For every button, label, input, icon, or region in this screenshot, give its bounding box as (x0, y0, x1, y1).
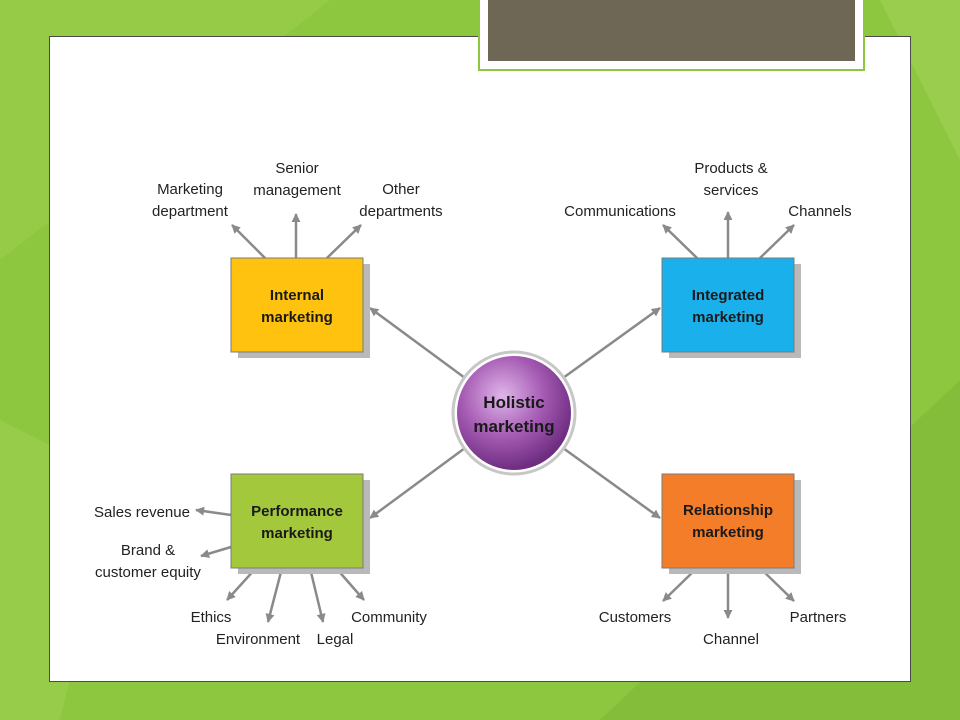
target-other-departments-2: departments (359, 203, 442, 220)
arrow-to-environment (265, 567, 284, 623)
target-brand-customer-equity-1: Brand & (121, 542, 175, 559)
integrated-marketing-label-1: Integrated (692, 287, 765, 304)
arrow-to-other-departments (326, 224, 362, 259)
target-sales-revenue: Sales revenue (94, 504, 190, 521)
hub-arrows (369, 306, 661, 520)
target-partners: Partners (790, 609, 847, 626)
hub-label-2: marketing (473, 417, 554, 436)
arrow-to-sales-revenue (195, 506, 232, 517)
relationship-marketing-box: Relationship marketing (661, 473, 801, 574)
target-ethics: Ethics (191, 609, 232, 626)
target-other-departments-1: Other (382, 181, 420, 198)
internal-marketing-label-1: Internal (270, 287, 324, 304)
arrow-to-communications (662, 224, 698, 259)
target-marketing-department-1: Marketing (157, 181, 223, 198)
title-bar (488, 0, 855, 61)
title-frame (478, 0, 865, 71)
integrated-marketing-box: Integrated marketing (661, 257, 801, 358)
relationship-marketing-label-1: Relationship (683, 502, 773, 519)
performance-marketing-label-2: marketing (261, 525, 333, 542)
arrow-to-legal (308, 567, 326, 623)
hub-label-1: Holistic (483, 393, 544, 412)
arrow-to-channels (759, 224, 795, 259)
target-products-services-2: services (703, 182, 758, 199)
internal-marketing-box: Internal marketing (230, 257, 370, 358)
arrow-to-brand-customer-equity (200, 545, 232, 558)
performance-marketing-box: Performance marketing (230, 473, 370, 574)
target-channel: Channel (703, 631, 759, 648)
integrated-marketing-label-2: marketing (692, 309, 764, 326)
target-environment: Environment (216, 631, 301, 648)
internal-marketing-label-2: marketing (261, 309, 333, 326)
performance-marketing-label-1: Performance (251, 503, 343, 520)
arrow-hub-to-integrated (562, 306, 661, 380)
target-brand-customer-equity-2: customer equity (95, 564, 201, 581)
target-senior-management-1: Senior (275, 160, 318, 177)
arrow-hub-to-performance (369, 446, 466, 520)
target-marketing-department-2: department (152, 203, 229, 220)
target-senior-management-2: management (253, 182, 341, 199)
holistic-marketing-hub: Holistic marketing (451, 350, 577, 476)
target-customers: Customers (599, 609, 672, 626)
target-products-services-1: Products & (694, 160, 767, 177)
target-community: Community (351, 609, 427, 626)
relationship-marketing-label-2: marketing (692, 524, 764, 541)
target-legal: Legal (317, 631, 354, 648)
arrow-hub-to-internal (369, 306, 466, 380)
target-channels: Channels (788, 203, 851, 220)
target-communications: Communications (564, 203, 676, 220)
arrow-to-marketing-department (231, 224, 266, 259)
arrow-hub-to-relationship (562, 446, 661, 520)
